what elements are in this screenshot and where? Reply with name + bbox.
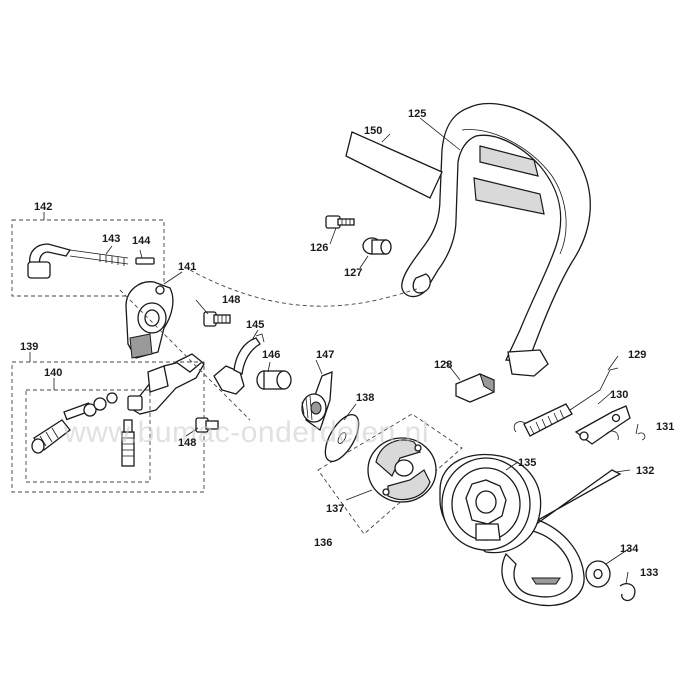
bushing-127 bbox=[362, 237, 392, 255]
brake-spring bbox=[513, 367, 646, 445]
label-125: 125 bbox=[408, 108, 426, 120]
label-135: 135 bbox=[518, 457, 536, 469]
label-148-upper: 148 bbox=[222, 294, 240, 306]
label-141: 141 bbox=[178, 261, 196, 273]
adjust-screw bbox=[121, 419, 135, 467]
brake-band-132 bbox=[501, 469, 622, 607]
screw-148-upper bbox=[203, 311, 231, 327]
label-148-lower: 148 bbox=[178, 437, 196, 449]
part-labels: 125 150 126 127 128 129 130 131 132 134 … bbox=[20, 108, 674, 579]
pin-144 bbox=[135, 257, 155, 265]
washer-134 bbox=[585, 560, 611, 588]
label-142: 142 bbox=[34, 201, 52, 213]
box-139 bbox=[11, 361, 205, 493]
label-134: 134 bbox=[620, 543, 639, 555]
label-145: 145 bbox=[246, 319, 264, 331]
label-136: 136 bbox=[314, 537, 332, 549]
label-128: 128 bbox=[434, 359, 452, 371]
label-130: 130 bbox=[610, 389, 628, 401]
label-137: 137 bbox=[326, 503, 344, 515]
sticker-150 bbox=[345, 131, 443, 199]
hand-guard bbox=[401, 103, 591, 377]
label-138: 138 bbox=[356, 392, 374, 404]
oil-pump-housing bbox=[127, 353, 205, 415]
drive-147 bbox=[301, 371, 333, 432]
label-133: 133 bbox=[640, 567, 658, 579]
label-140: 140 bbox=[44, 367, 62, 379]
screw-126 bbox=[325, 215, 355, 229]
bushing-146 bbox=[256, 370, 292, 390]
label-146: 146 bbox=[262, 349, 280, 361]
pump-piston-140 bbox=[31, 392, 118, 454]
screw-148-lower bbox=[195, 417, 219, 433]
clip-133 bbox=[619, 582, 636, 602]
label-139: 139 bbox=[20, 341, 38, 353]
label-143: 143 bbox=[102, 233, 120, 245]
label-127: 127 bbox=[344, 267, 362, 279]
label-147: 147 bbox=[316, 349, 334, 361]
clutch-137 bbox=[367, 437, 437, 503]
label-132: 132 bbox=[636, 465, 654, 477]
clutch-drum-135 bbox=[439, 453, 542, 554]
label-129: 129 bbox=[628, 349, 646, 361]
label-126: 126 bbox=[310, 242, 328, 254]
label-144: 144 bbox=[132, 235, 151, 247]
clutch-assembly-136 bbox=[317, 413, 463, 535]
leader-lines bbox=[29, 117, 639, 585]
label-131: 131 bbox=[656, 421, 674, 433]
stopper-128 bbox=[455, 373, 495, 403]
label-150: 150 bbox=[364, 125, 382, 137]
cover-141 bbox=[125, 281, 174, 359]
oil-line-145 bbox=[213, 333, 265, 395]
watermark-text: www.bumac-onderdelen.nl bbox=[63, 416, 429, 449]
oil-hose-143 bbox=[27, 243, 129, 279]
disc-138 bbox=[324, 414, 360, 462]
